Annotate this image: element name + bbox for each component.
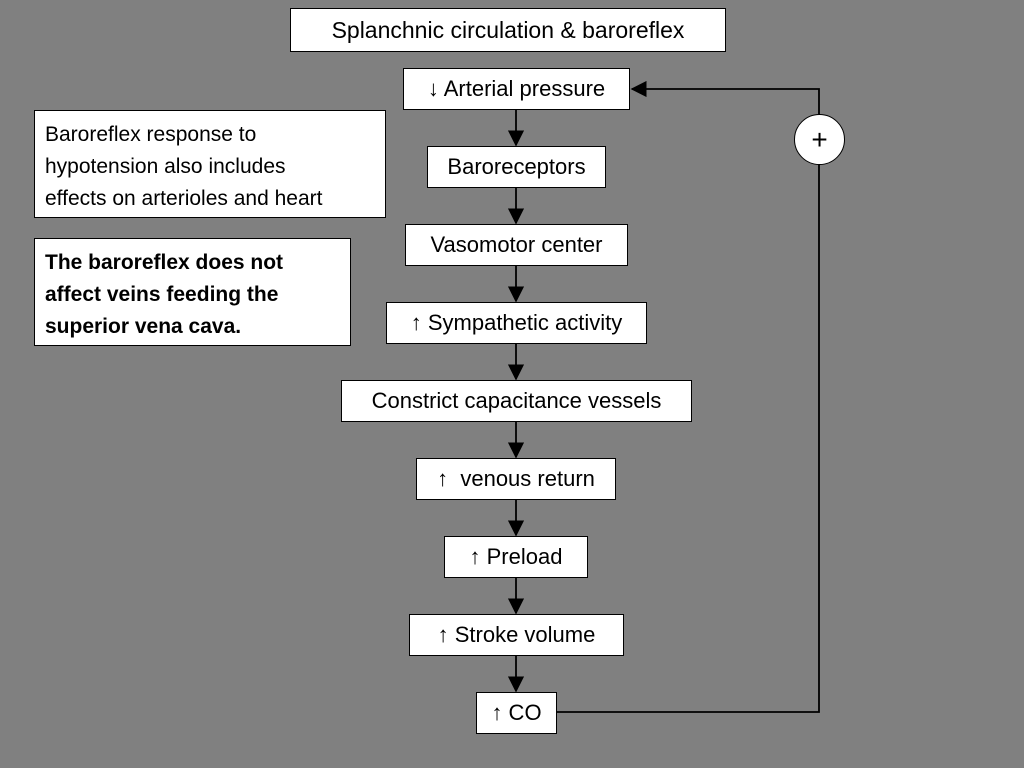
flow-box-sympathetic-activity: ↑ Sympathetic activity [386,302,647,344]
note-line: Baroreflex response to [45,123,257,146]
note-line: effects on arterioles and heart [45,187,323,210]
flow-box-stroke-volume: ↑ Stroke volume [409,614,624,656]
flow-box-cardiac-output: ↑ CO [476,692,557,734]
page-title: Splanchnic circulation & baroreflex [290,8,726,52]
note-line: superior vena cava. [45,315,242,338]
baroreflex-veins-note: The baroreflex does not affect veins fee… [34,238,351,346]
flow-box-baroreceptors: Baroreceptors [427,146,606,188]
note-line: The baroreflex does not [45,251,284,274]
flow-box-constrict-capacitance-vessels: Constrict capacitance vessels [341,380,692,422]
baroreflex-response-note: Baroreflex response to hypotension also … [34,110,386,218]
positive-feedback-sign: + [794,114,845,165]
note-line: hypotension also includes [45,155,286,178]
feedback-line-lower [556,165,820,713]
feedback-line-upper [630,80,820,114]
note-line: affect veins feeding the [45,283,279,306]
flow-box-vasomotor-center: Vasomotor center [405,224,628,266]
flow-box-preload: ↑ Preload [444,536,588,578]
flow-box-venous-return: ↑ venous return [416,458,616,500]
flow-box-arterial-pressure: ↓ Arterial pressure [403,68,630,110]
